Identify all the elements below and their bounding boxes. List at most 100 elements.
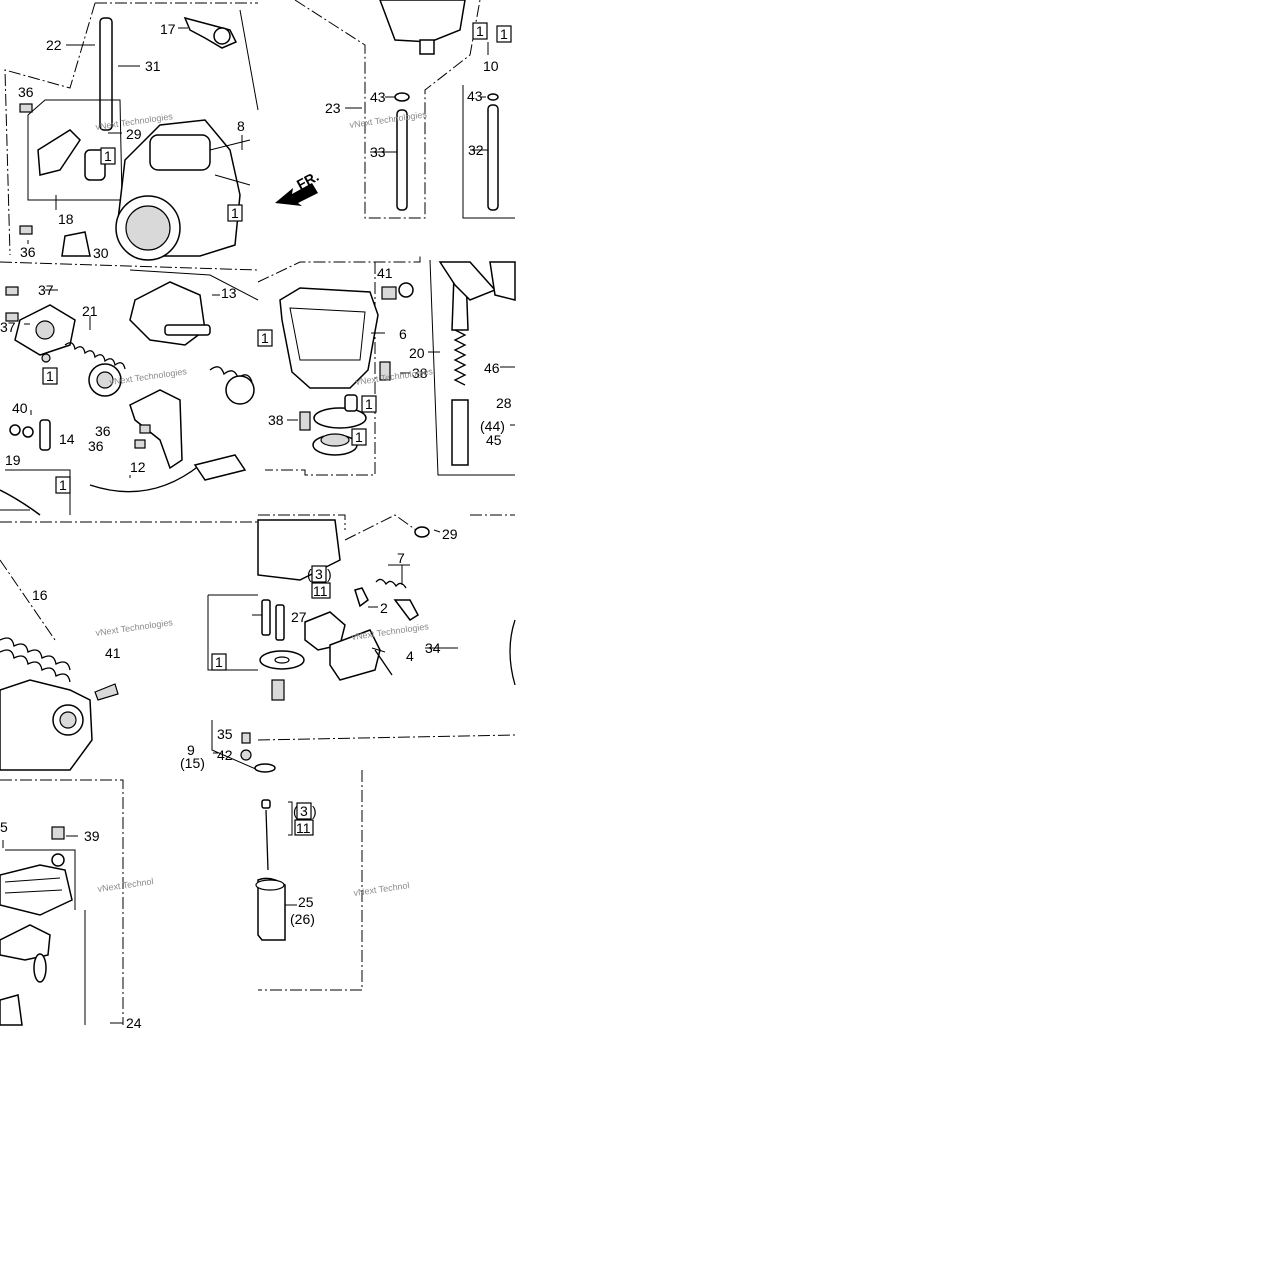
- direction-label: FR.: [294, 168, 321, 193]
- float-bowl-top: [379, 0, 466, 43]
- callout-13: 13: [221, 285, 237, 301]
- watermark: vNext Technologies: [349, 109, 428, 130]
- svg-text:): ): [312, 803, 317, 819]
- screw-38-b: [299, 411, 311, 431]
- callout-8: 8: [237, 118, 245, 134]
- callout-32: 32: [468, 142, 484, 158]
- tile-mid-left: [0, 261, 259, 516]
- boxed-ref-1: 1: [500, 26, 508, 42]
- tile-lower-right: [207, 514, 516, 773]
- callout-41: 41: [377, 265, 393, 281]
- callout-19: 19: [5, 452, 21, 468]
- callouts: 17 22 31 36 29 8 18 36 30 10 23 43 33 43…: [0, 21, 512, 1031]
- boxed-refs: 1 1 1 1 1 1 1 1 1 1 ( 3 ) ( 3 ): [42, 22, 512, 836]
- watermark-partial: vNext Technol: [353, 880, 410, 898]
- callout-37: 37: [0, 319, 16, 335]
- boxed-ref-1: 1: [231, 205, 239, 221]
- callout-20: 20: [409, 345, 425, 361]
- callout-17: 17: [160, 21, 176, 37]
- boxed-ref-1: 1: [59, 477, 67, 493]
- callout-25: 25: [298, 894, 314, 910]
- callout-10: 10: [483, 58, 499, 74]
- watermark-partial: vNext Technol: [97, 876, 154, 894]
- callout-29: 29: [126, 126, 142, 142]
- callout-36: 36: [18, 84, 34, 100]
- callout-29: 29: [442, 526, 458, 542]
- boxed-ref-1: 1: [365, 396, 373, 412]
- callout-11: 11: [296, 820, 311, 836]
- callout-12: 12: [130, 459, 146, 475]
- callout-11: 11: [313, 583, 328, 599]
- callout-21: 21: [82, 303, 98, 319]
- screw-36-lower: [19, 225, 33, 235]
- screw-39: [51, 826, 65, 840]
- bolt-41: [381, 286, 397, 300]
- jet-27: [261, 599, 271, 636]
- callout-31: 31: [145, 58, 161, 74]
- callout-16: 16: [32, 587, 48, 603]
- callout-18: 18: [58, 211, 74, 227]
- screw-35: [241, 732, 251, 744]
- callout-41: 41: [105, 645, 121, 661]
- callout-23: 23: [325, 100, 341, 116]
- callout-43: 43: [370, 89, 386, 105]
- direction-arrow-icon: [275, 183, 318, 206]
- callout-27: 27: [291, 609, 307, 625]
- tile-top-right: [275, 0, 515, 219]
- callout-33: 33: [370, 144, 386, 160]
- callout-9: 9: [187, 742, 195, 758]
- callout-40: 40: [12, 400, 28, 416]
- bracket-18: [37, 129, 81, 176]
- callout-7: 7: [397, 550, 405, 566]
- callout-38: 38: [268, 412, 284, 428]
- callout-6: 6: [399, 326, 407, 342]
- screw-37-a: [5, 286, 19, 296]
- callout-28: 28: [496, 395, 512, 411]
- callout-43: 43: [467, 88, 483, 104]
- tile-lower-left: [0, 521, 258, 771]
- spring-21: [64, 342, 126, 370]
- callout-26: (26): [290, 911, 315, 927]
- callout-22: 22: [46, 37, 62, 53]
- watermark: vNext Technologies: [351, 621, 430, 642]
- callout-36: 36: [20, 244, 36, 260]
- screw-38-a: [379, 361, 391, 381]
- screw-37-b: [5, 312, 19, 322]
- float-bowl-6: [279, 287, 379, 389]
- boxed-ref-1: 1: [476, 23, 484, 39]
- callout-42: 42: [217, 747, 233, 763]
- callout-14: 14: [59, 431, 75, 447]
- jet-needle-11: [265, 809, 269, 871]
- callout-35: 35: [217, 726, 233, 742]
- carburetor-body-lower: [0, 679, 93, 771]
- watermark: vNext Technologies: [109, 366, 188, 387]
- boxed-ref-1: 1: [355, 429, 363, 445]
- tile-bottom-left: [0, 779, 124, 1026]
- callout-36: 36: [95, 423, 111, 439]
- callout-37: 37: [38, 282, 54, 298]
- callout-34: 34: [425, 640, 441, 656]
- boxed-ref-1: 1: [104, 148, 112, 164]
- watermark: vNext Technologies: [95, 617, 174, 638]
- tile-bottom-right: [255, 770, 363, 991]
- bolt-41-lower: [94, 683, 119, 701]
- part-14: [39, 419, 51, 451]
- callout-44: (44): [480, 418, 505, 434]
- spring-16: [0, 637, 71, 671]
- callout-15: (15): [180, 755, 205, 771]
- tube-32: [487, 104, 499, 211]
- tube-33: [396, 109, 408, 211]
- boxed-ref-3: 3: [300, 803, 308, 819]
- needle-2: [354, 587, 369, 608]
- svg-text:): ): [327, 566, 332, 582]
- link-plate: [129, 389, 183, 470]
- tile-top-left: [4, 2, 259, 261]
- boxed-ref-3: 3: [315, 566, 323, 582]
- callout-4: 4: [406, 648, 414, 664]
- svg-text:(: (: [293, 803, 298, 819]
- screw-36-upper: [19, 103, 33, 113]
- callout-39: 39: [84, 828, 100, 844]
- callout-45: 45: [486, 432, 502, 448]
- callout-24: 24: [126, 1015, 142, 1031]
